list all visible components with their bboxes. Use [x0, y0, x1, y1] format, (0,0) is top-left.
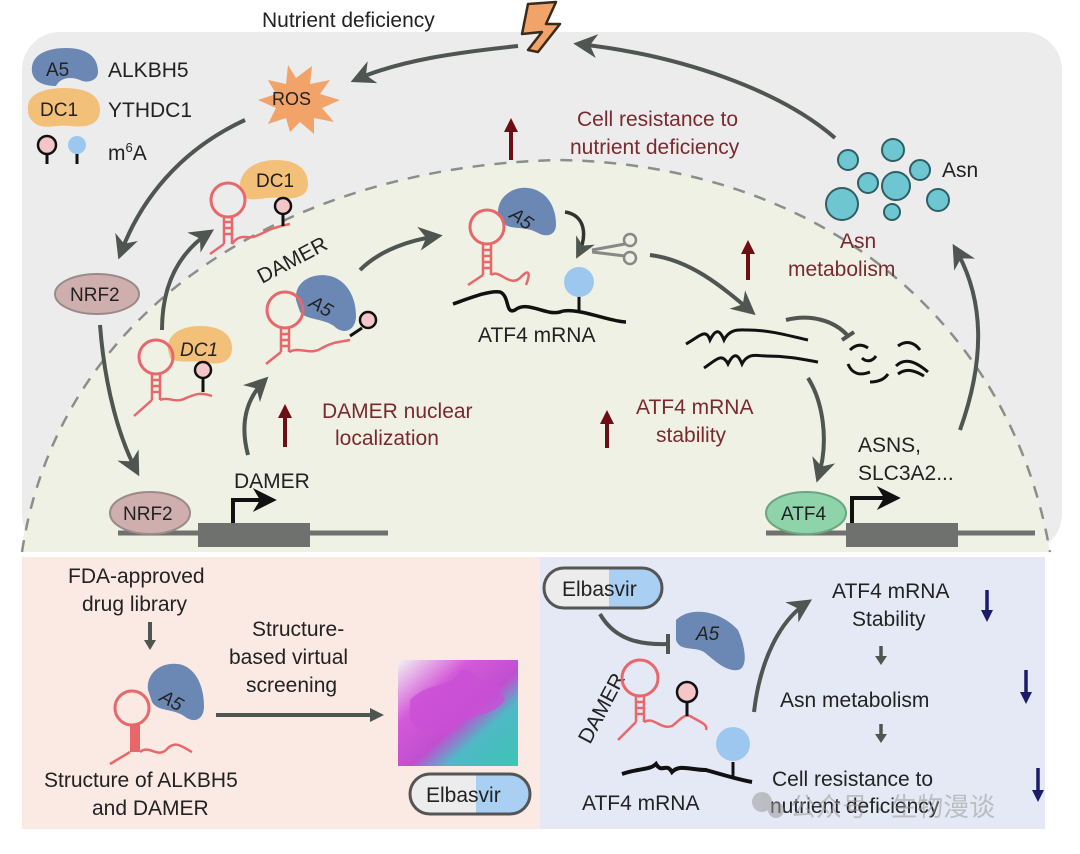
atf4-stability-line2: stability: [656, 424, 727, 447]
damer-dc1-cyto: DC1: [209, 160, 308, 256]
stable-mrna-squiggles: [685, 328, 819, 370]
atf4-stability-line1: ATF4 mRNA: [636, 396, 753, 419]
a5-right-label: A5: [695, 624, 720, 645]
elbasvir-pill-right: Elbasvir: [542, 566, 664, 610]
up-arrow-damer-localization: [278, 404, 292, 447]
target-genes-line2: SLC3A2...: [858, 462, 954, 485]
down-arrow-2: [1020, 670, 1032, 704]
dc1-legend-shape: [27, 88, 100, 127]
m6a-legend-label: m6A: [108, 140, 147, 165]
legend: A5 ALKBH5 DC1 YTHDC1 m6A: [27, 48, 192, 165]
structure-line2: and DAMER: [92, 797, 209, 820]
fda-line1: FDA-approved: [68, 565, 205, 588]
atf4-protein-ellipse: [765, 491, 847, 535]
arrow-to-stable-mrna: [649, 253, 756, 316]
asn-metabolism-line1: Asn: [840, 230, 876, 253]
arrow-screening: [216, 708, 384, 722]
a5-right: A5: [676, 611, 745, 671]
dc1-legend-badge: DC1: [40, 100, 78, 121]
arrow-fda-down: [144, 622, 156, 650]
inhibit-bar: [840, 330, 856, 342]
damer-right-rna: [617, 658, 708, 741]
watermark: 公众号 · 生物漫谈: [752, 792, 995, 822]
arrow-asn-to-deficiency: [573, 34, 837, 140]
arrow-effect-2-to-3: [875, 724, 887, 743]
atf4-mrna-right-label: ATF4 mRNA: [582, 792, 699, 815]
nuclear-envelope: [20, 158, 1052, 553]
watermark-text: 公众号 · 生物漫谈: [790, 792, 995, 822]
damer-a5-complex: A5: [265, 275, 378, 365]
arrow-a5-demethylate: [564, 210, 595, 259]
asn-metabolism-line2: metabolism: [788, 258, 895, 281]
down-arrow-1: [981, 590, 993, 622]
protein-structure-detail: [410, 669, 505, 736]
inhibit-degradation: [785, 315, 850, 338]
nrf2-dna-ellipse: [109, 491, 191, 535]
asn-molecules: [825, 138, 950, 221]
arrow-damer-up: [242, 376, 269, 456]
up-arrow-atf4-stability: [600, 410, 614, 448]
degraded-mrna-fragments: [846, 341, 929, 384]
arrow-deficiency-to-ros: [350, 44, 519, 84]
target-genes-line1: ASNS,: [858, 434, 921, 457]
arrow-effect-1-to-2: [875, 646, 887, 665]
atf4-mrna-nucleus-label: ATF4 mRNA: [478, 324, 595, 347]
arrow-nrf2-into-nucleus: [98, 324, 140, 477]
screening-line1: Structure-: [252, 618, 344, 641]
effect-1-line2: Stability: [852, 608, 926, 631]
atf4-mrna-complex: A5: [452, 187, 627, 324]
screening-line3: screening: [246, 674, 337, 697]
fda-line2: drug library: [82, 593, 188, 616]
effect-3-line1: Cell resistance to: [772, 768, 933, 791]
up-arrow-cell-resistance: [504, 118, 518, 160]
scissors-icon: [591, 232, 638, 266]
damer-gene-locus: [118, 488, 388, 547]
arrow-damer-to-atf4: [358, 226, 443, 272]
dc1-legend-label: YTHDC1: [108, 99, 192, 122]
atf4-protein-label: ATF4: [781, 504, 826, 525]
arrow-ros-to-nrf2: [115, 118, 246, 260]
a5-legend-badge: A5: [46, 60, 69, 81]
effect-1-line1: ATF4 mRNA: [832, 580, 949, 603]
m6a-pink-icon: [36, 134, 58, 164]
down-arrow-3: [1032, 768, 1044, 802]
cell-resistance-line2: nutrient deficiency: [570, 136, 740, 159]
nucleus-region: [22, 160, 1050, 552]
elbasvir-right-label: Elbasvir: [562, 578, 637, 601]
damer-dc1-nucleus: DC1: [133, 326, 232, 417]
effect-2-line1: Asn metabolism: [780, 689, 929, 712]
damer-nuclear-line2: localization: [335, 427, 439, 450]
atf4-mrna-right: [621, 727, 753, 784]
damer-nuclear-line1: DAMER nuclear: [322, 400, 473, 423]
arrow-genes-to-asn: [952, 243, 981, 431]
asn-label: Asn: [942, 159, 978, 182]
arrow-to-effects: [752, 599, 813, 713]
dc1-nuc-label: DC1: [180, 340, 218, 361]
inhibit-a5: [598, 612, 669, 647]
arrow-mrna-to-atf4: [806, 376, 836, 483]
nutrient-deficiency-label: Nutrient deficiency: [262, 9, 435, 32]
nrf2-cyto-ellipse: [54, 273, 140, 315]
damer-gene-label: DAMER: [234, 470, 310, 493]
nrf2-dna-label: NRF2: [123, 504, 173, 525]
screening-line2: based virtual: [229, 646, 348, 669]
up-arrow-asn-metabolism: [741, 240, 755, 280]
a5-legend-label: ALKBH5: [108, 59, 189, 82]
m6a-blue-icon: [68, 136, 86, 164]
lightning-icon: [520, 0, 562, 54]
elbasvir-pill-left: Elbasvir: [408, 772, 532, 816]
structure-line1: Structure of ALKBH5: [44, 769, 238, 792]
arrow-export-to-dc1: [160, 229, 215, 331]
a5-legend-shape: [31, 48, 99, 86]
dc1-top-label: DC1: [256, 171, 294, 192]
nrf2-cyto-label: NRF2: [70, 285, 120, 306]
ros-burst: [258, 65, 340, 134]
ros-label: ROS: [272, 89, 311, 109]
elbasvir-left-label: Elbasvir: [426, 784, 501, 807]
cell-resistance-line1: Cell resistance to: [577, 108, 738, 131]
effect-3-line2: nutrient deficiency: [770, 795, 940, 818]
